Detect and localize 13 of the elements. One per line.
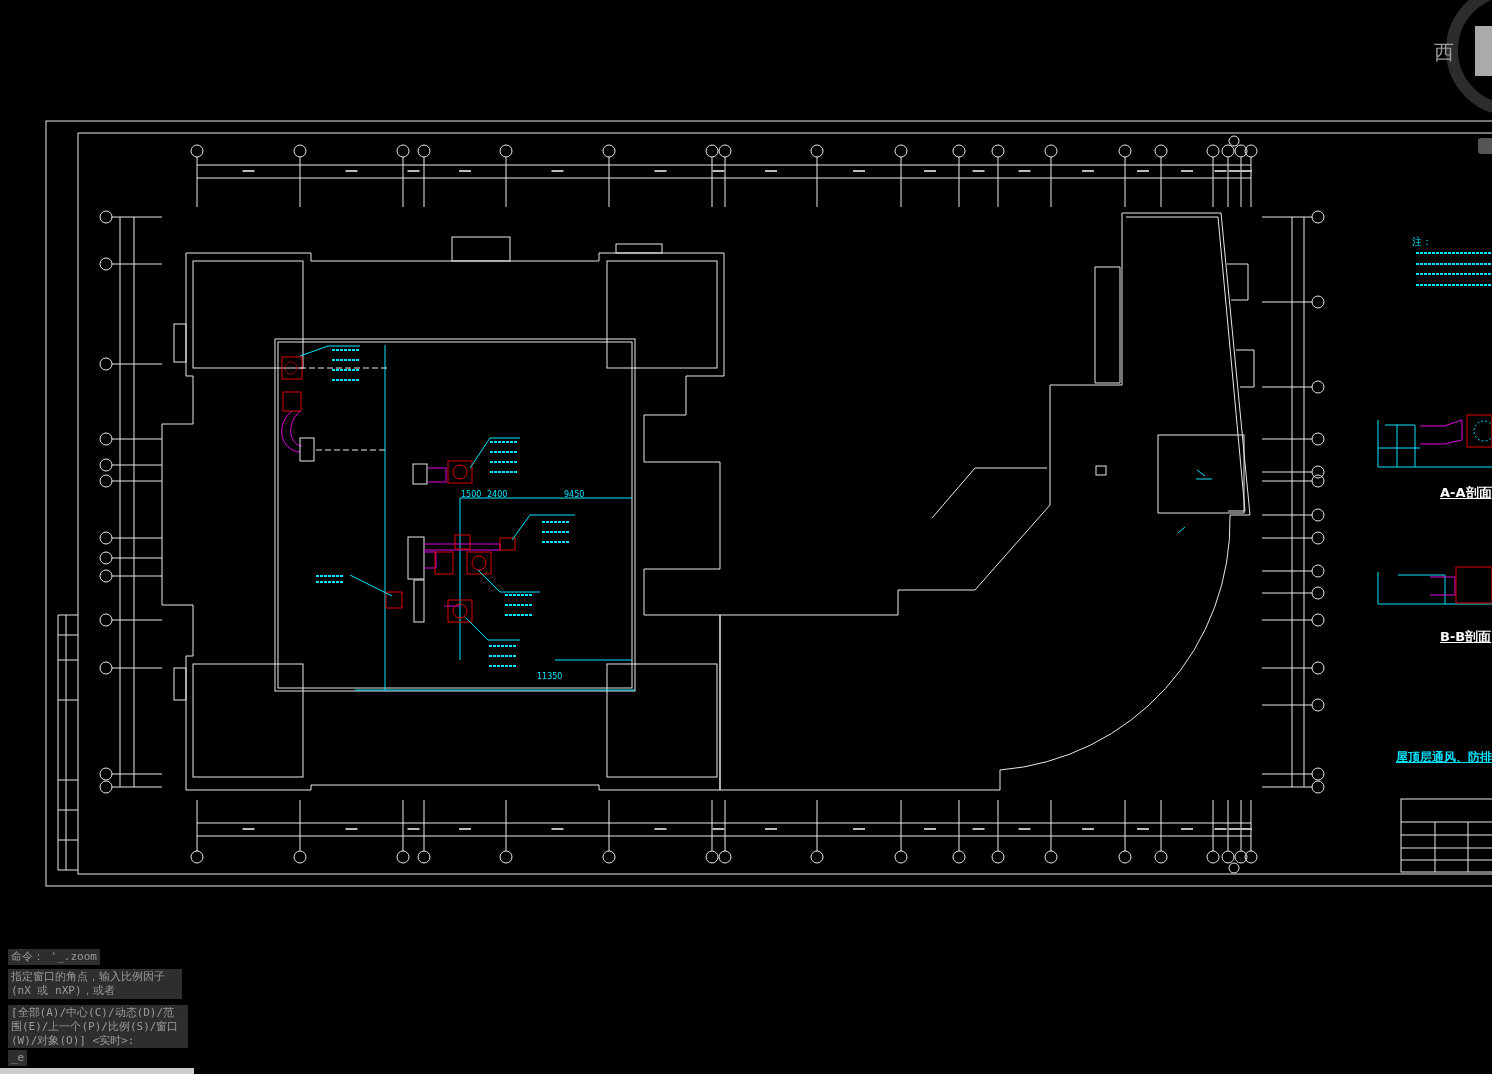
compass-direction-label: 西 [1434, 40, 1454, 65]
command-options-text: [全部(A)/中心(C)/动态(D)/范围(E)/上一个(P)/比例(S)/窗口(W)/对象(O)] <实时>: [8, 1005, 188, 1049]
dimension-text: 2400 [487, 490, 508, 500]
command-input-text: _e [8, 1050, 28, 1066]
drawing-title: 屋顶层通风、防排 [1396, 750, 1492, 765]
dimension-text: 1500 [461, 490, 482, 500]
dimension-text: 11350 [537, 672, 563, 682]
section-title: A-A剖面 [1440, 485, 1492, 502]
note-heading: 注： [1412, 236, 1432, 249]
command-line-text: 命令： '_.zoom [8, 949, 100, 965]
command-prompt-text: 指定窗口的角点，输入比例因子 (nX 或 nXP)，或者 [8, 969, 182, 999]
dimension-text: 9450 [564, 490, 585, 500]
section-title: B-B剖面 [1440, 629, 1492, 646]
